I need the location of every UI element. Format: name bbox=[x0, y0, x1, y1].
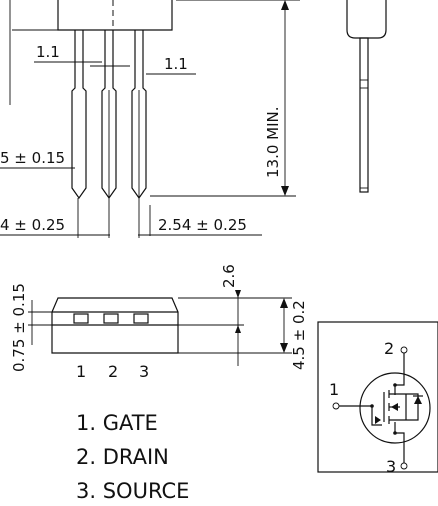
dim-lead-thickness: 5 ± 0.15 bbox=[0, 149, 65, 167]
dim-lead-width-left: 1.1 bbox=[36, 43, 60, 61]
pin-number-1: 1 bbox=[76, 362, 86, 381]
lead-stub-2 bbox=[103, 313, 119, 324]
dim-lead-width-right: 1.1 bbox=[164, 55, 188, 73]
schematic-gate-label: 1 bbox=[329, 380, 339, 399]
dim-min-lead-length: 13.0 MIN. bbox=[264, 106, 282, 178]
side-lead bbox=[359, 37, 369, 193]
dim-body-height: 4.5 ± 0.2 bbox=[290, 300, 308, 370]
package-body-bottom bbox=[57, 0, 173, 31]
side-body bbox=[346, 0, 387, 39]
dim-pitch-left: 4 ± 0.25 bbox=[0, 216, 65, 234]
gate-wire bbox=[339, 405, 382, 426]
dim-body-depth: 2.6 bbox=[220, 264, 238, 288]
schematic-drain-label: 2 bbox=[384, 339, 394, 358]
side-view bbox=[346, 0, 387, 193]
source-wire bbox=[394, 422, 405, 463]
drain-wire bbox=[394, 353, 405, 395]
legend-source: 3. SOURCE bbox=[76, 479, 189, 503]
schematic-frame bbox=[317, 321, 438, 473]
dim-pitch-right: 2.54 ± 0.25 bbox=[158, 216, 247, 234]
front-view bbox=[0, 0, 262, 238]
min-length-dimension bbox=[150, 0, 300, 197]
schematic-symbol bbox=[317, 321, 438, 473]
lead-1 bbox=[71, 30, 87, 200]
gate-terminal bbox=[332, 402, 340, 410]
lead-stub-1 bbox=[73, 313, 89, 324]
schematic-source-label: 3 bbox=[386, 457, 396, 476]
source-terminal bbox=[400, 462, 408, 470]
legend-gate: 1. GATE bbox=[76, 411, 158, 435]
pin-number-2: 2 bbox=[108, 362, 118, 381]
dim-flange-thickness: 0.75 ± 0.15 bbox=[10, 283, 28, 372]
drain-terminal bbox=[400, 346, 408, 354]
pin-number-3: 3 bbox=[139, 362, 149, 381]
bottom-view bbox=[28, 290, 292, 366]
lead-stub-3 bbox=[133, 313, 149, 324]
legend-drain: 2. DRAIN bbox=[76, 445, 169, 469]
schematic-circle bbox=[359, 372, 431, 444]
